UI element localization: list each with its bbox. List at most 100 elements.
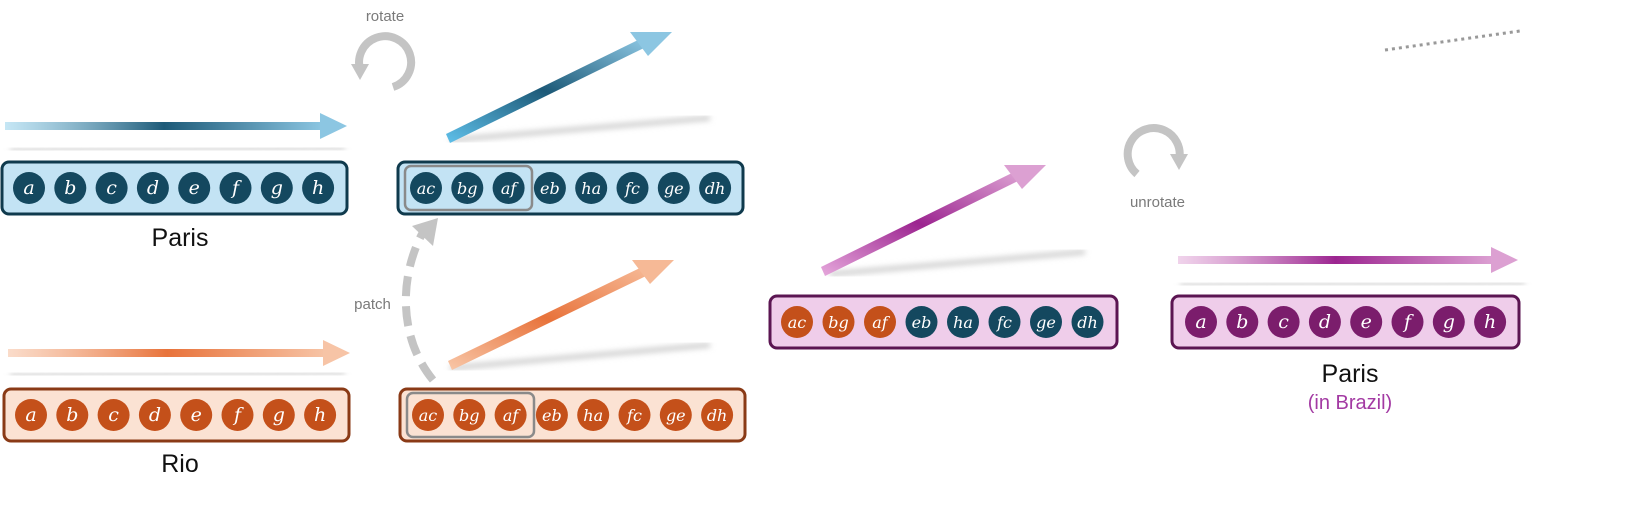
patch-arrow xyxy=(401,218,438,383)
token-circle xyxy=(1185,306,1217,338)
token-label: fc xyxy=(624,179,640,198)
token-label: b xyxy=(66,404,78,426)
token-circle xyxy=(494,399,527,431)
in-brazil-label: (in Brazil) xyxy=(1307,392,1393,414)
token-circle xyxy=(1391,306,1424,338)
token-label: c xyxy=(106,177,117,199)
patch-label: patch xyxy=(354,296,391,313)
token-label: h xyxy=(312,177,324,199)
rotate-label: rotate xyxy=(365,8,405,25)
token-circle xyxy=(699,172,732,204)
token-label: ac xyxy=(419,406,438,425)
token-label: h xyxy=(1484,311,1496,333)
token-label: dh xyxy=(705,179,726,198)
token-circle xyxy=(864,306,896,338)
token-label: d xyxy=(149,404,161,426)
token-circle xyxy=(304,399,337,431)
unrotate-label: unrotate xyxy=(1129,194,1186,211)
token-circle xyxy=(575,172,608,204)
token-circle xyxy=(701,399,734,431)
token-circle xyxy=(533,172,566,204)
token-label: bg xyxy=(459,406,479,425)
token-circle xyxy=(1474,306,1507,338)
token-label: ha xyxy=(581,179,601,198)
token-circle xyxy=(1226,306,1259,338)
token-circle xyxy=(302,172,335,204)
token-circle xyxy=(659,399,692,431)
token-circle xyxy=(781,306,813,338)
token-circle xyxy=(180,399,213,431)
row-box xyxy=(396,160,745,216)
shadow-line xyxy=(829,249,1086,277)
token-label: fc xyxy=(626,406,642,425)
arrow-blue-diagonal xyxy=(446,32,672,143)
arrow-purple-diagonal xyxy=(821,165,1046,276)
token-label: f xyxy=(1402,311,1414,333)
token-circle xyxy=(1432,306,1465,338)
token-label: ge xyxy=(666,406,686,425)
arrow-orange-diagonal xyxy=(448,260,674,370)
token-circle xyxy=(136,172,169,204)
token-circle xyxy=(453,399,486,431)
token-circle xyxy=(410,172,442,204)
rio-label: Rio xyxy=(161,450,199,478)
token-circle xyxy=(618,399,651,431)
token-circle xyxy=(947,306,979,338)
token-label: ac xyxy=(417,179,436,198)
token-circle xyxy=(988,306,1021,338)
token-circle xyxy=(97,399,130,431)
token-label: f xyxy=(230,177,242,199)
shadow-line xyxy=(9,146,346,152)
token-circle xyxy=(260,172,293,204)
token-label: b xyxy=(1236,311,1248,333)
token-circle xyxy=(56,399,89,431)
token-circle xyxy=(412,399,444,431)
paris-label: Paris xyxy=(151,224,209,252)
token-circle xyxy=(178,172,211,204)
token-label: eb xyxy=(542,406,562,425)
token-circle xyxy=(657,172,690,204)
token-circle xyxy=(1308,306,1341,338)
token-label: dh xyxy=(707,406,728,425)
token-circle xyxy=(262,399,295,431)
token-label: c xyxy=(1278,311,1289,333)
token-circle xyxy=(492,172,525,204)
token-label: b xyxy=(64,177,76,199)
token-label: a xyxy=(25,404,36,426)
token-label: bg xyxy=(457,179,477,198)
token-circle xyxy=(535,399,568,431)
token-label: ge xyxy=(1036,313,1056,332)
token-label: d xyxy=(147,177,159,199)
token-circle xyxy=(54,172,87,204)
token-label: af xyxy=(872,313,891,332)
token-label: a xyxy=(1195,311,1206,333)
row-box xyxy=(768,294,1119,350)
token-label: dh xyxy=(1077,313,1098,332)
dotted-line xyxy=(1384,29,1521,52)
token-label: c xyxy=(108,404,119,426)
arrow-purple-horizontal xyxy=(1178,247,1518,273)
token-label: d xyxy=(1319,311,1331,333)
token-circle xyxy=(219,172,252,204)
patch-highlight xyxy=(405,391,536,439)
token-circle xyxy=(577,399,610,431)
shadow-line xyxy=(1179,281,1526,287)
token-circle xyxy=(1030,306,1062,338)
token-circle xyxy=(822,306,855,338)
shadow-line xyxy=(9,371,346,377)
shadow-line xyxy=(449,115,711,143)
token-label: ha xyxy=(583,406,603,425)
patch-highlight xyxy=(403,164,534,212)
token-label: e xyxy=(191,404,202,426)
shadow-line xyxy=(449,342,711,371)
token-label: g xyxy=(273,404,285,426)
token-circle xyxy=(1267,306,1300,338)
token-label: e xyxy=(1361,311,1372,333)
